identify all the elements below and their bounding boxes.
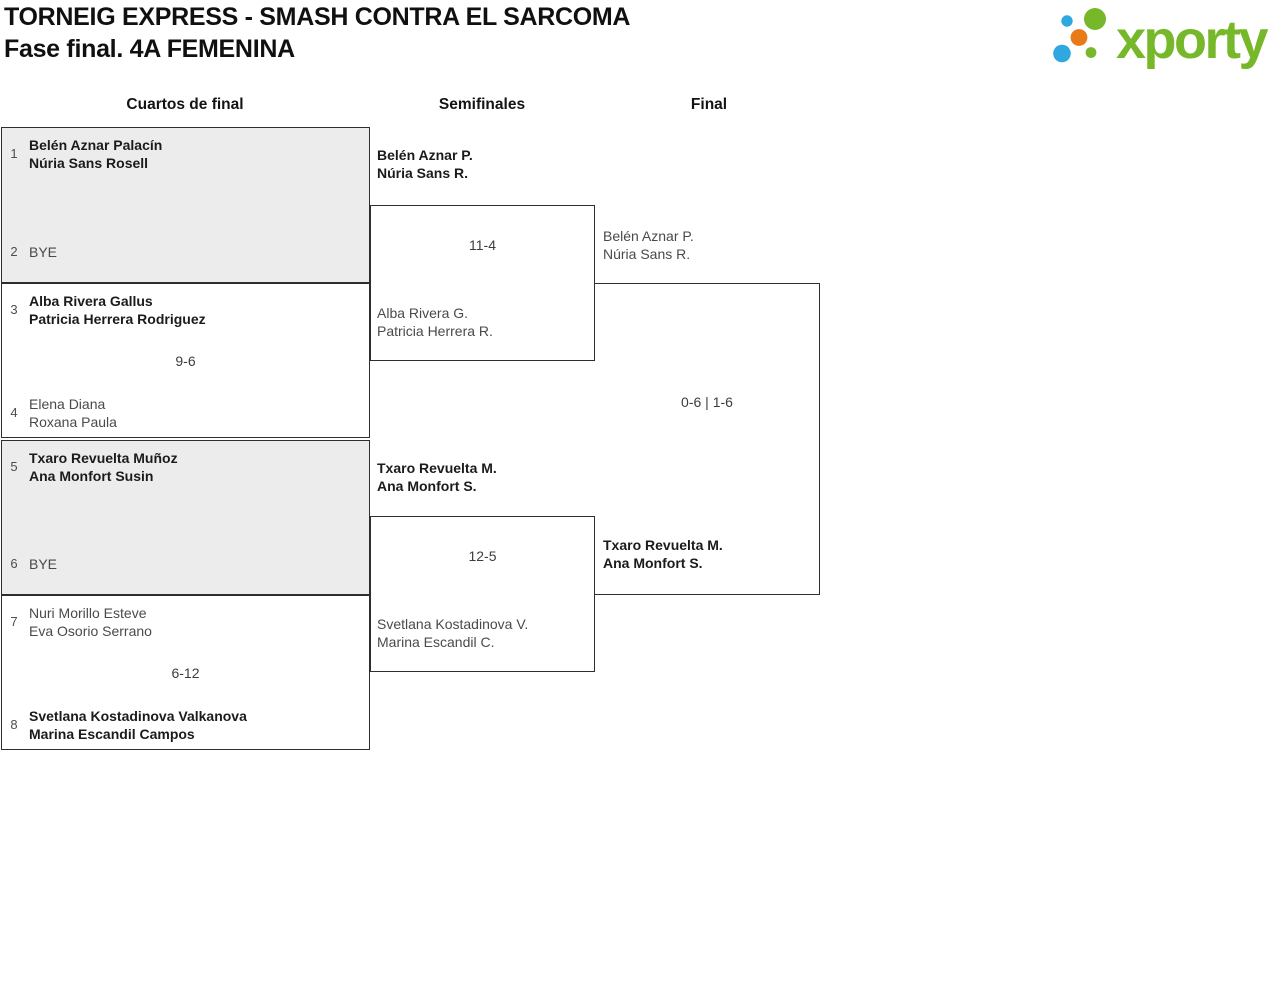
player-name: Ana Monfort S. [603, 555, 703, 571]
qf-match-1: 1 Belén Aznar Palacín Núria Sans Rosell … [1, 127, 370, 283]
xporty-dots-icon [1053, 8, 1106, 63]
match-score: 9-6 [175, 352, 196, 369]
seed-number: 3 [10, 302, 18, 317]
player-name: Svetlana Kostadinova V. [377, 616, 529, 632]
player-name: Marina Escandil Campos [29, 726, 195, 742]
team-name: Svetlana Kostadinova Valkanova Marina Es… [29, 707, 247, 743]
player-name: Belén Aznar Palacín [29, 137, 163, 153]
team-name: Txaro Revuelta Muñoz Ana Monfort Susin [29, 449, 178, 485]
column-header-semifinales: Semifinales [438, 96, 526, 113]
final-team1-label: Belén Aznar P. Núria Sans R. [603, 227, 694, 263]
player-name: Eva Osorio Serrano [29, 623, 152, 639]
player-name: Roxana Paula [29, 414, 117, 430]
match-score: 12-5 [468, 548, 497, 564]
player-name: Txaro Revuelta M. [603, 537, 723, 553]
team-name: Belén Aznar Palacín Núria Sans Rosell [29, 136, 162, 172]
player-name: Patricia Herrera R. [377, 323, 493, 339]
column-header-final: Final [690, 96, 728, 113]
team-name-bye: BYE [29, 243, 57, 261]
player-name: Elena Diana [29, 396, 106, 412]
qf-match-3: 5 Txaro Revuelta Muñoz Ana Monfort Susin… [1, 440, 370, 595]
player-name: Núria Sans R. [377, 165, 469, 181]
player-name: Svetlana Kostadinova Valkanova [29, 708, 247, 724]
seed-number: 6 [10, 556, 18, 571]
player-name: Ana Monfort S. [377, 478, 477, 494]
player-name: Txaro Revuelta Muñoz [29, 450, 178, 466]
team-name: Nuri Morillo Esteve Eva Osorio Serrano [29, 604, 152, 640]
xporty-logo[interactable]: xporty [1048, 5, 1274, 77]
sf-match-2: 12-5 Svetlana Kostadinova V. Marina Esca… [370, 516, 595, 672]
player-name: Núria Sans R. [603, 246, 691, 262]
sf1-team1-label: Belén Aznar P. Núria Sans R. [377, 146, 473, 182]
seed-number: 8 [10, 717, 18, 732]
team-name: Alba Rivera Gallus Patricia Herrera Rodr… [29, 292, 206, 328]
qf-match-4: 7 Nuri Morillo Esteve Eva Osorio Serrano… [1, 595, 370, 750]
page-title: TORNEIG EXPRESS - SMASH CONTRA EL SARCOM… [4, 1, 631, 65]
player-name: Marina Escandil C. [377, 634, 495, 650]
bye-label: BYE [29, 556, 58, 572]
xporty-wordmark: xporty [1116, 10, 1269, 70]
column-header-cuartos: Cuartos de final [126, 96, 244, 113]
player-name: Alba Rivera Gallus [29, 293, 153, 309]
player-name: Belén Aznar P. [377, 147, 473, 163]
final-match: 0-6 | 1-6 Txaro Revuelta M. Ana Monfort … [595, 283, 820, 595]
team-name-bye: BYE [29, 555, 57, 573]
bye-label: BYE [29, 244, 58, 260]
phase-subtitle: Fase final. 4A FEMENINA [4, 35, 295, 63]
player-name: Txaro Revuelta M. [377, 460, 497, 476]
match-score: 6-12 [171, 664, 200, 681]
sf-match-1: 11-4 Alba Rivera G. Patricia Herrera R. [370, 205, 595, 361]
qf-match-2: 3 Alba Rivera Gallus Patricia Herrera Ro… [1, 283, 370, 438]
final-winner-label: Txaro Revuelta M. Ana Monfort S. [603, 536, 723, 572]
player-name: Belén Aznar P. [603, 228, 694, 244]
team-name: Elena Diana Roxana Paula [29, 395, 117, 431]
player-name: Ana Monfort Susin [29, 468, 154, 484]
player-name: Núria Sans Rosell [29, 155, 149, 171]
match-score: 11-4 [469, 237, 496, 253]
seed-number: 7 [10, 614, 18, 629]
seed-number: 1 [10, 146, 18, 161]
team-name: Svetlana Kostadinova V. Marina Escandil … [377, 615, 528, 651]
player-name: Nuri Morillo Esteve [29, 605, 147, 621]
tournament-title: TORNEIG EXPRESS - SMASH CONTRA EL SARCOM… [4, 3, 631, 31]
player-name: Patricia Herrera Rodriguez [29, 311, 206, 327]
seed-number: 5 [10, 459, 18, 474]
team-name: Alba Rivera G. Patricia Herrera R. [377, 304, 493, 340]
seed-number: 4 [10, 405, 18, 420]
player-name: Alba Rivera G. [377, 305, 469, 321]
match-score: 0-6 | 1-6 [681, 394, 733, 410]
sf2-team1-label: Txaro Revuelta M. Ana Monfort S. [377, 459, 497, 495]
seed-number: 2 [10, 244, 18, 259]
